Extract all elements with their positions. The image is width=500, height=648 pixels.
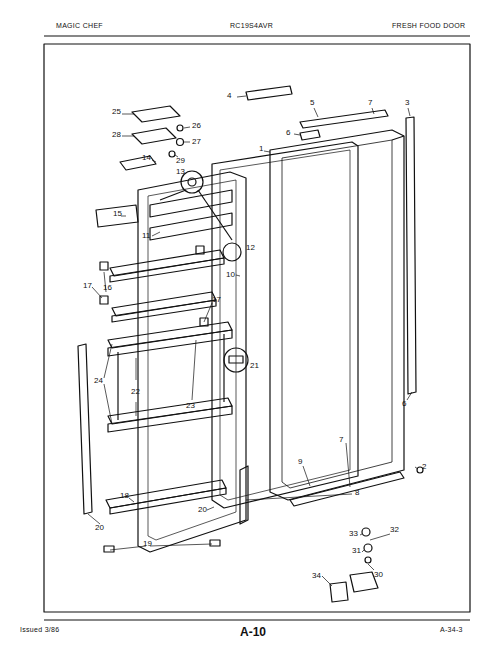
inner-liner <box>138 172 248 552</box>
top-hinge <box>132 106 184 157</box>
callout-number: 29 <box>176 157 185 165</box>
header-rule <box>44 35 470 36</box>
detail-circles <box>160 171 248 372</box>
callout-number: 6 <box>402 400 406 408</box>
header-text: MAGIC CHEF <box>56 22 103 29</box>
callout-number: 20 <box>198 506 207 514</box>
header-text: FRESH FOOD DOOR <box>392 22 465 29</box>
callout-number: 23 <box>186 402 195 410</box>
trim-strip <box>78 344 92 514</box>
handle-cap <box>246 86 292 100</box>
callout-number: 11 <box>142 232 150 240</box>
callout-number: 4 <box>227 92 231 100</box>
callout-number: 5 <box>310 99 314 107</box>
callout-number: 26 <box>192 122 201 130</box>
callout-number: 34 <box>312 572 321 580</box>
outer-door <box>270 130 404 500</box>
frame-border <box>44 44 470 612</box>
callout-number: 12 <box>246 244 255 252</box>
callout-number: 6 <box>286 129 290 137</box>
callout-number: 16 <box>103 284 112 292</box>
callout-number: 1 <box>259 145 263 153</box>
side-strip <box>406 117 416 394</box>
callout-number: 15 <box>113 210 122 218</box>
door-gasket <box>212 142 358 508</box>
callout-number: 33 <box>349 530 358 538</box>
callout-number: 24 <box>94 377 103 385</box>
callout-number: 13 <box>176 168 185 176</box>
model-number: RC19S4AVR <box>230 22 273 29</box>
end-cap <box>300 130 320 140</box>
callout-number: 14 <box>142 154 151 162</box>
bottom-hinge <box>330 467 423 602</box>
callout-number: 2 <box>422 463 426 471</box>
door-shelves <box>106 190 232 514</box>
callout-number: 3 <box>405 99 409 107</box>
callout-number: 19 <box>143 540 152 548</box>
leader-lines <box>88 96 418 586</box>
dairy-door <box>96 205 138 227</box>
callout-number: 18 <box>120 492 129 500</box>
callout-number: 17 <box>212 296 221 304</box>
callout-number: 30 <box>374 571 383 579</box>
callout-number: 22 <box>131 388 140 396</box>
issue-date: Issued 3/86 <box>20 626 60 633</box>
callout-number: 7 <box>368 99 372 107</box>
callout-number: 9 <box>298 458 302 466</box>
top-trim <box>300 110 388 128</box>
callout-number: 31 <box>352 547 361 555</box>
callout-number: 17 <box>83 282 92 290</box>
footer-rule <box>44 619 470 620</box>
page-number: A-10 <box>240 626 266 638</box>
callout-number: 7 <box>339 436 343 444</box>
callout-number: 28 <box>112 131 121 139</box>
page-code: A-34-3 <box>440 626 463 633</box>
callout-number: 21 <box>250 362 259 370</box>
callout-number: 27 <box>192 138 201 146</box>
shelf-clips <box>100 246 220 552</box>
callout-number: 20 <box>95 524 104 532</box>
callout-number: 32 <box>390 526 399 534</box>
callout-number: 10 <box>226 271 235 279</box>
callout-number: 25 <box>112 108 121 116</box>
callout-number: 8 <box>355 489 359 497</box>
